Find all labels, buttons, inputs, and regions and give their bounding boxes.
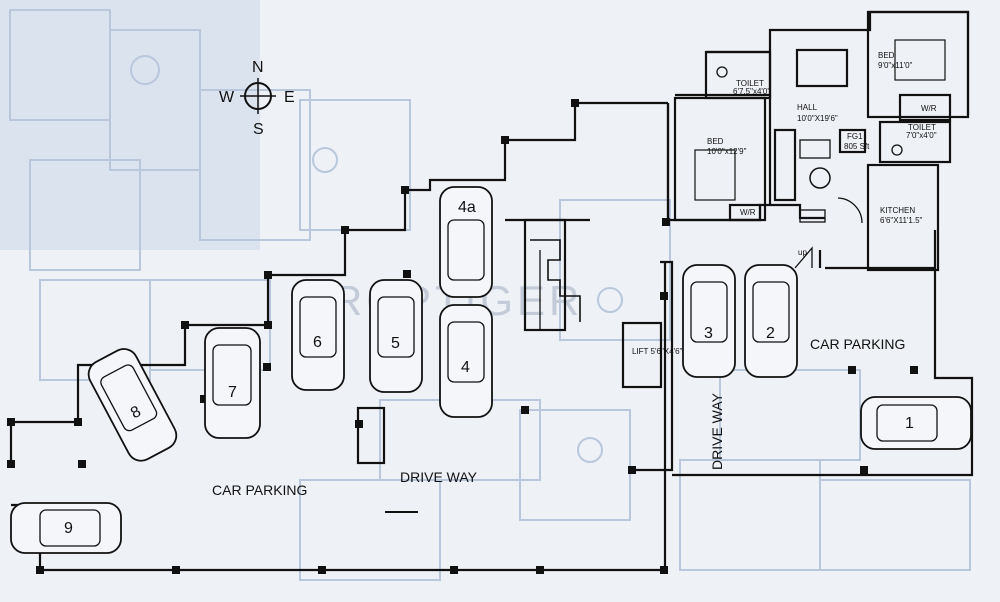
kitchen-name: KITCHEN [880, 206, 915, 215]
structural-columns [7, 99, 918, 574]
svg-text:4: 4 [461, 359, 470, 376]
parking-slot-8: 8 [87, 348, 178, 462]
parking-slot-4: 4 [439, 304, 493, 418]
area-labels: CAR PARKING CAR PARKING DRIVE WAY DRIVE … [212, 336, 905, 498]
svg-text:6: 6 [313, 334, 322, 351]
lift-label: LIFT 5'6"X4'6" [632, 347, 683, 356]
toilet1-name: TOILET [736, 79, 764, 88]
car-parking-left-label: CAR PARKING [212, 482, 307, 498]
room-labels: BED 9'0"x11'0" TOILET 6'7.5"x4'0" HALL 1… [632, 51, 937, 356]
svg-text:9: 9 [64, 520, 73, 537]
parking-slot-2: 2 [744, 264, 798, 378]
background-ghost-plan [0, 0, 971, 581]
svg-text:2: 2 [766, 325, 775, 342]
parking-slot-9: 9 [10, 502, 122, 554]
parking-slots: 1 2 3 4 4a 5 6 [10, 186, 972, 554]
svg-text:5: 5 [391, 335, 400, 352]
apartment-unit [666, 10, 970, 272]
car-parking-right-label: CAR PARKING [810, 336, 905, 352]
compass: N E S W [219, 59, 295, 138]
parking-slot-1: 1 [860, 396, 972, 450]
bed2-name: BED [707, 137, 724, 146]
svg-text:1: 1 [905, 415, 914, 432]
parking-slot-5: 5 [369, 279, 423, 393]
wr1-label: W/R [921, 104, 937, 113]
staircase [530, 239, 581, 330]
toilet2-size: 7'0"x4'0" [906, 131, 937, 140]
parking-slot-3: 3 [682, 264, 736, 378]
bed1-name: BED [878, 51, 895, 60]
compass-north-label: N [252, 59, 264, 76]
svg-text:7: 7 [228, 384, 237, 401]
wr2-label: W/R [740, 208, 756, 217]
parking-slot-6: 6 [291, 279, 345, 391]
kitchen-size: 6'6"X11'1.5" [880, 216, 923, 225]
svg-text:4a: 4a [458, 199, 476, 216]
toilet2-name: TOILET [908, 123, 936, 132]
unit-name: FG1 [847, 132, 863, 141]
parking-slot-7: 7 [204, 327, 261, 439]
parking-slot-4a: 4a [439, 186, 493, 298]
svg-text:3: 3 [704, 325, 713, 342]
compass-east-label: E [284, 89, 295, 106]
bed2-size: 10'0"x12'9" [707, 147, 747, 156]
up-label: up [798, 248, 807, 257]
compass-south-label: S [253, 121, 264, 138]
hall-name: HALL [797, 103, 818, 112]
hall-size: 10'0"X19'6" [797, 114, 838, 123]
drive-way-center-label: DRIVE WAY [400, 469, 478, 485]
compass-west-label: W [219, 89, 235, 106]
unit-area: 805 Sft [844, 142, 870, 151]
drive-way-vertical-label: DRIVE WAY [709, 392, 725, 470]
toilet1-size: 6'7.5"x4'0" [733, 87, 770, 96]
bed1-size: 9'0"x11'0" [878, 61, 913, 70]
